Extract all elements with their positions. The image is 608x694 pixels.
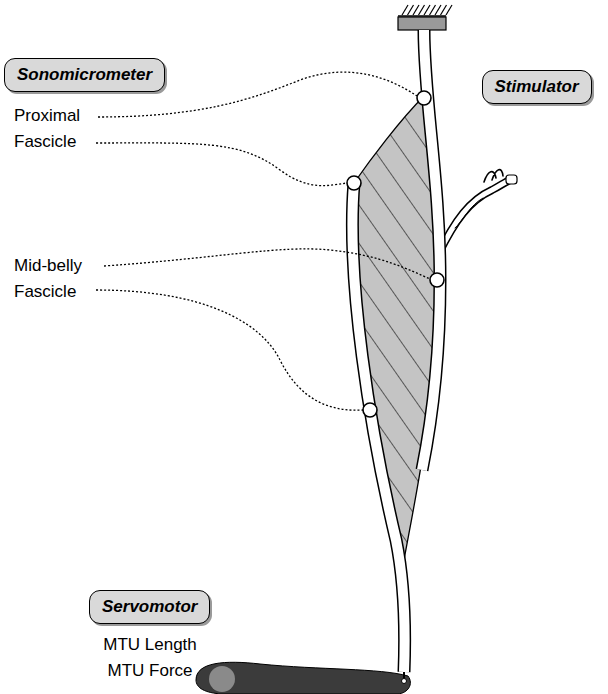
- instrument-box: Servomotor: [89, 590, 210, 624]
- fascicle-label: Proximal Fascicle: [14, 103, 98, 154]
- instrument-name: Stimulator: [495, 77, 579, 97]
- fascicle-label: Mid-belly Fascicle: [14, 253, 104, 304]
- distal-tendon: [352, 183, 404, 672]
- instrument-name: Servomotor: [102, 597, 197, 617]
- instrument-name: Sonomicrometer: [17, 65, 152, 85]
- sonomicrometer-crystal: [347, 91, 444, 417]
- signal-label: MTU Force: [60, 658, 240, 684]
- clamp: [398, 5, 452, 30]
- servo-lever: [196, 662, 410, 694]
- leader-line: [96, 72, 430, 410]
- nerve: [438, 170, 517, 255]
- muscle-belly: [354, 96, 438, 560]
- signal-label: MTU Length: [60, 632, 240, 658]
- instrument-box: Sonomicrometer: [4, 58, 165, 92]
- instrument-box: Stimulator: [482, 70, 592, 104]
